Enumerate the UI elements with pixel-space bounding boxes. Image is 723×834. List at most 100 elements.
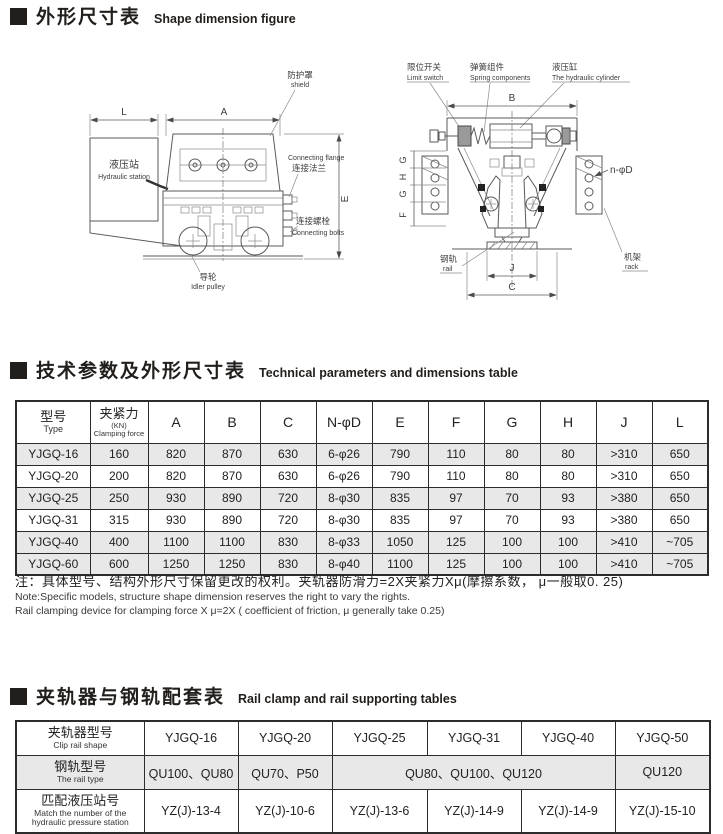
param-value-cell: 80 xyxy=(483,464,541,488)
idler-wheel xyxy=(178,226,208,256)
section-header-shape-dimension: 外形尺寸表 Shape dimension figure xyxy=(10,8,296,27)
param-value-cell: 200 xyxy=(89,464,149,488)
params-header-row: 型号 Type 夹紧力 (KN) Clamping force A B C N-… xyxy=(15,400,709,444)
param-value-cell: 8-φ40 xyxy=(315,552,373,576)
dim-L-label: L xyxy=(121,107,127,118)
param-value-cell: 720 xyxy=(259,486,317,510)
param-value-cell: 6-φ26 xyxy=(315,464,373,488)
hydraulic-station-box xyxy=(89,137,159,222)
section-bullet-square xyxy=(10,362,27,379)
param-value-cell: 835 xyxy=(371,508,429,532)
jaw-pad xyxy=(478,184,485,191)
clamp-arm-left xyxy=(481,175,501,229)
section-bullet-square xyxy=(10,8,27,25)
dim-E-label: E xyxy=(340,195,351,202)
dim-chain-letter: H xyxy=(398,174,408,181)
col-header-type-en: Type xyxy=(43,423,63,434)
dim-A-label: A xyxy=(221,107,228,118)
match-row-label-en: The rail type xyxy=(56,773,104,784)
dim-chain-letter: G xyxy=(398,156,408,163)
param-value-cell: 790 xyxy=(371,464,429,488)
note-line-en1: Note:Specific models, structure shape di… xyxy=(15,591,411,604)
param-value-cell: 400 xyxy=(89,530,149,554)
param-value-cell: 250 xyxy=(89,486,149,510)
param-value-cell: 1250 xyxy=(147,552,205,576)
dim-C-label: C xyxy=(508,282,515,293)
shield-label-cn: 防护罩 xyxy=(287,70,313,80)
dim-chain-letter: F xyxy=(398,212,408,218)
section1-title-en: Shape dimension figure xyxy=(154,12,296,26)
col-header-N-phi-D: N-φD xyxy=(315,400,373,444)
param-value-cell: 650 xyxy=(651,464,709,488)
param-value-cell: 100 xyxy=(539,552,597,576)
match-row-label-cn: 夹轨器型号 xyxy=(47,725,113,741)
param-type-cell: YJGQ-60 xyxy=(15,552,91,576)
cylinder-mount xyxy=(457,125,472,147)
param-value-cell: 93 xyxy=(539,486,597,510)
param-value-cell: 8-φ30 xyxy=(315,508,373,532)
rack-label-cn: 机架 xyxy=(624,252,642,262)
match-value-cell: YZ(J)-13-6 xyxy=(331,788,428,834)
spring-label-en: Spring components xyxy=(470,75,531,82)
param-value-cell: 1100 xyxy=(203,530,261,554)
hydraulic-station-label-cn: 液压站 xyxy=(109,158,139,171)
param-value-cell: 835 xyxy=(371,486,429,510)
param-value-cell: 720 xyxy=(259,508,317,532)
param-value-cell: 8-φ30 xyxy=(315,486,373,510)
param-value-cell: 6-φ26 xyxy=(315,442,373,466)
param-value-cell: 650 xyxy=(651,486,709,510)
hydraulic-cylinder-body xyxy=(489,123,533,149)
clamp-arm-right xyxy=(523,175,543,229)
limit-switch-label-cn: 限位开关 xyxy=(407,62,442,72)
section1-title-cn: 外形尺寸表 xyxy=(36,7,142,28)
idler-label-en: Idler pulley xyxy=(191,284,225,291)
col-header-G: G xyxy=(483,400,541,444)
param-value-cell: 110 xyxy=(427,442,485,466)
param-value-cell: 110 xyxy=(427,464,485,488)
match-value-cell: YZ(J)-14-9 xyxy=(520,788,616,834)
param-value-cell: 80 xyxy=(539,442,597,466)
hydraulic-hose xyxy=(145,178,169,191)
param-value-cell: 1100 xyxy=(371,552,429,576)
col-header-clamping-force: 夹紧力 (KN) Clamping force xyxy=(89,400,149,444)
param-value-cell: >380 xyxy=(595,486,653,510)
rack-label-en: rack xyxy=(625,264,639,271)
match-row-label-cn: 匹配液压站号 xyxy=(41,792,120,808)
col-header-L: L xyxy=(651,400,709,444)
param-value-cell: 650 xyxy=(651,508,709,532)
rail-head xyxy=(494,227,530,238)
col-header-force-unit: (KN) xyxy=(111,420,127,430)
match-value-cell: QU70、P50 xyxy=(237,754,333,790)
hydraulic-station-label-en: Hydraulic station xyxy=(98,174,150,181)
param-value-cell: 80 xyxy=(539,464,597,488)
param-value-cell: 100 xyxy=(483,552,541,576)
match-row-label-en: Clip rail shape xyxy=(53,740,108,751)
col-header-type-cn: 型号 xyxy=(40,408,67,424)
limit-switch-label-en: Limit switch xyxy=(407,75,443,82)
param-value-cell: 8-φ33 xyxy=(315,530,373,554)
param-value-cell: 790 xyxy=(371,442,429,466)
param-type-cell: YJGQ-16 xyxy=(15,442,91,466)
param-type-cell: YJGQ-40 xyxy=(15,530,91,554)
match-value-cell: YJGQ-25 xyxy=(331,720,428,756)
flange-label-en: Connecting flange xyxy=(288,155,345,162)
cylinder-label-en: The hydraulic cylinder xyxy=(552,75,621,82)
match-value-cell: QU120 xyxy=(614,754,711,790)
drawing-front-view: 限位开关 Limit switch 弹簧组件 Spring components… xyxy=(398,62,648,300)
match-value-cell: QU80、QU100、QU120 xyxy=(331,754,616,790)
param-value-cell: 870 xyxy=(203,442,261,466)
param-value-cell: ~705 xyxy=(651,552,709,576)
param-value-cell: 630 xyxy=(259,442,317,466)
match-value-cell: YZ(J)-14-9 xyxy=(426,788,522,834)
param-value-cell: 93 xyxy=(539,508,597,532)
